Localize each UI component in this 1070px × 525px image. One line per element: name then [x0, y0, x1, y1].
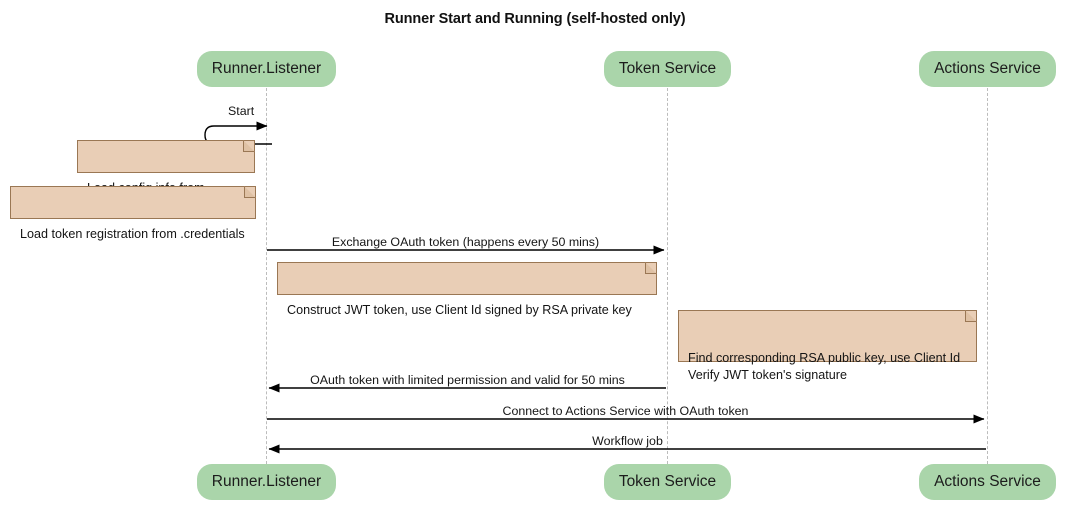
diagram-title: Runner Start and Running (self-hosted on… [384, 11, 686, 27]
note-load-token-registration-text: Load token registration from .credential… [20, 227, 245, 241]
note-fold-icon [965, 310, 977, 322]
msg-label-workflow-job: Workflow job [592, 434, 663, 448]
msg-label-exchange-oauth-token: Exchange OAuth token (happens every 50 m… [331, 235, 600, 249]
actor-header-token-service-label: Token Service [618, 60, 717, 77]
actor-footer-token-service-label: Token Service [618, 473, 717, 490]
actor-footer-actions-service-label: Actions Service [934, 473, 1041, 490]
actor-header-actions-service[interactable]: Actions Service [919, 51, 1056, 87]
note-fold-icon [645, 262, 657, 274]
msg-label-start: Start [228, 104, 255, 118]
note-fold-icon [244, 186, 256, 198]
actor-footer-actions-service[interactable]: Actions Service [919, 464, 1056, 500]
lifeline-token-service [667, 88, 668, 464]
lifeline-runner [266, 88, 267, 464]
actor-footer-runner[interactable]: Runner.Listener [197, 464, 336, 500]
note-construct-jwt-text: Construct JWT token, use Client Id signe… [287, 303, 632, 317]
note-verify-jwt-text: Find corresponding RSA public key, use C… [688, 351, 961, 382]
actor-footer-runner-label: Runner.Listener [211, 473, 322, 490]
note-fold-icon [243, 140, 255, 152]
note-construct-jwt: Construct JWT token, use Client Id signe… [277, 262, 657, 317]
note-load-token-registration: Load token registration from .credential… [10, 186, 256, 241]
actor-header-runner-label: Runner.Listener [211, 60, 322, 77]
note-verify-jwt: Find corresponding RSA public key, use C… [678, 310, 977, 382]
msg-label-connect-actions-service: Connect to Actions Service with OAuth to… [502, 404, 749, 418]
actor-header-token-service[interactable]: Token Service [604, 51, 731, 87]
note-load-config: Load config info from .runner [77, 140, 255, 212]
msg-label-oauth-token-response: OAuth token with limited permission and … [310, 373, 625, 387]
actor-header-runner[interactable]: Runner.Listener [197, 51, 336, 87]
lifeline-actions-service [987, 88, 988, 464]
actor-footer-token-service[interactable]: Token Service [604, 464, 731, 500]
actor-header-actions-service-label: Actions Service [934, 60, 1041, 77]
